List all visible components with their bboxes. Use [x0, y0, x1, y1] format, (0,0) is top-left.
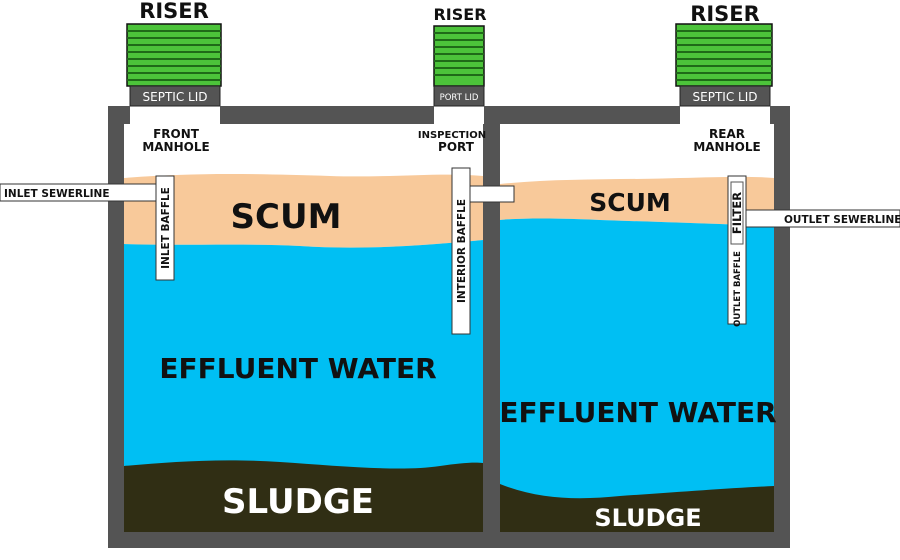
- front-manhole-label-line1: FRONT: [153, 127, 200, 141]
- riser-left: [126, 23, 222, 87]
- tank-walls: [108, 106, 790, 548]
- effluent-layer-left: [124, 240, 483, 532]
- interior-baffle-label: INTERIOR BAFFLE: [456, 199, 468, 303]
- filter-label: FILTER: [730, 192, 744, 234]
- inlet-baffle-label: INLET BAFFLE: [160, 187, 172, 269]
- septic-lid-right-label: SEPTIC LID: [693, 90, 758, 104]
- interior-baffle: [451, 167, 471, 335]
- riser-left-label: RISER: [139, 0, 209, 23]
- riser-middle-label: RISER: [433, 5, 486, 24]
- scum-right-label: SCUM: [589, 188, 671, 217]
- scum-layer-left: [124, 174, 483, 248]
- effluent-layer-right: [500, 218, 774, 532]
- outlet-sewerline-label: OUTLET SEWERLINE: [784, 214, 900, 226]
- sludge-left-label: SLUDGE: [222, 482, 374, 522]
- inlet-baffle: [155, 175, 175, 281]
- sludge-right-label: SLUDGE: [594, 504, 701, 532]
- septic-lid-left-label: SEPTIC LID: [143, 90, 208, 104]
- port-lid: [433, 85, 485, 107]
- scum-left-label: SCUM: [231, 197, 342, 237]
- inlet-sewerline-label: INLET SEWERLINE: [4, 188, 110, 200]
- inspection-port-label-line2: PORT: [438, 140, 475, 154]
- front-manhole-label-line2: MANHOLE: [142, 140, 209, 154]
- riser-middle: [433, 25, 485, 87]
- outlet-baffle-label: OUTLET BAFFLE: [733, 251, 743, 327]
- rear-manhole-label-line2: MANHOLE: [693, 140, 760, 154]
- filter-element: [730, 181, 744, 245]
- sludge-layer-right: [500, 484, 774, 532]
- scum-layer-right: [500, 176, 774, 226]
- rear-manhole-label-line1: REAR: [709, 127, 745, 141]
- sludge-layer-left: [124, 460, 483, 532]
- riser-right: [675, 23, 773, 87]
- riser-right-label: RISER: [690, 2, 760, 26]
- septic-lid-right: [679, 85, 771, 107]
- inspection-port-label-line1: INSPECTION: [418, 130, 486, 141]
- effluent-right-label: EFFLUENT WATER: [499, 396, 776, 429]
- port-lid-label: PORT LID: [440, 93, 479, 103]
- effluent-left-label: EFFLUENT WATER: [159, 352, 436, 385]
- septic-lid-left: [129, 85, 221, 107]
